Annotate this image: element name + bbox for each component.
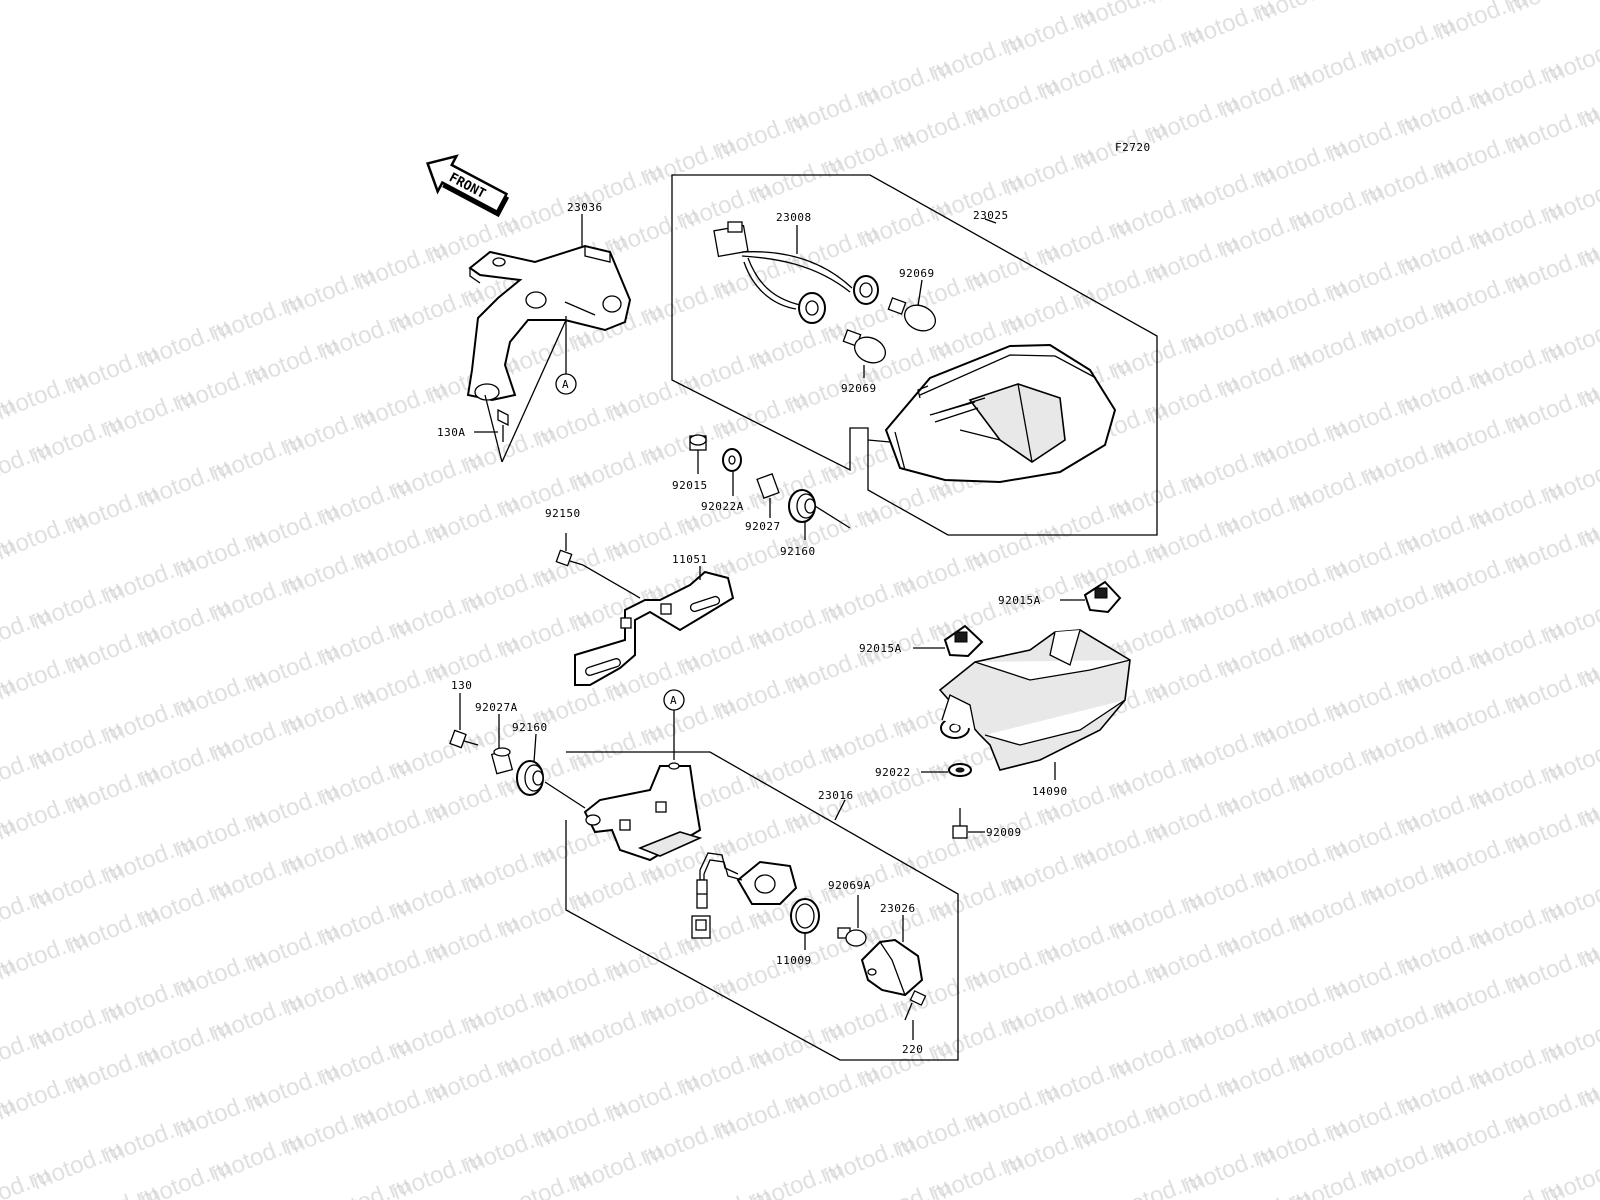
washer-92022	[948, 763, 972, 777]
label-92160-upper: 92160	[780, 545, 816, 558]
label-92069-lower: 92069	[841, 382, 877, 395]
bulb-92069-lower	[842, 329, 887, 364]
watermark-text: motod.ru	[1540, 1149, 1600, 1200]
cover-14090	[938, 629, 1131, 771]
label-92069A: 92069A	[828, 879, 871, 892]
ref-mark-a-top: A	[562, 378, 569, 391]
grommet-92160-upper	[788, 489, 816, 523]
lens-23026	[860, 938, 924, 997]
bulb-92069A	[837, 927, 867, 947]
watermark-text: motod.ru	[1252, 0, 1350, 28]
ref-mark-a-bottom: A	[670, 694, 677, 707]
label-92015A-upper: 92015A	[998, 594, 1041, 607]
wiring-harness-23008	[713, 221, 879, 324]
bracket-11051	[574, 570, 735, 686]
label-23016: 23016	[818, 789, 854, 802]
bolt-92009	[952, 808, 968, 839]
bolt-130	[449, 729, 479, 749]
label-23026: 23026	[880, 902, 916, 915]
label-14090: 14090	[1032, 785, 1068, 798]
collar-92027	[756, 473, 780, 499]
bracket-23036	[466, 244, 632, 402]
clip-nut-92015A-middle	[943, 624, 984, 658]
label-92150: 92150	[545, 507, 581, 520]
label-11009: 11009	[776, 954, 812, 967]
license-lamp-bracket	[583, 762, 703, 862]
label-92027A: 92027A	[475, 701, 518, 714]
label-220: 220	[902, 1043, 923, 1056]
watermark-text: motod.ru	[1144, 0, 1242, 10]
label-92022A: 92022A	[701, 500, 744, 513]
clip-nut-92015A-upper	[1083, 580, 1122, 614]
figure-code: F2720	[1115, 141, 1151, 154]
screw-220	[904, 990, 927, 1021]
label-130: 130	[451, 679, 472, 692]
label-92015: 92015	[672, 479, 708, 492]
bolt-92150	[555, 549, 584, 567]
watermark-text: motod.ru	[1324, 0, 1422, 2]
watermark-text: motod.ru	[1504, 0, 1600, 20]
license-lamp-socket	[691, 852, 798, 939]
label-92022: 92022	[875, 766, 911, 779]
bulb-92069-upper	[887, 297, 937, 332]
label-23008: 23008	[776, 211, 812, 224]
label-92009: 92009	[986, 826, 1022, 839]
label-92160-lower: 92160	[512, 721, 548, 734]
collar-92027A	[490, 747, 514, 775]
gasket-11009	[790, 898, 820, 934]
label-23025: 23025	[973, 209, 1009, 222]
label-11051: 11051	[672, 553, 708, 566]
washer-92022A	[722, 448, 742, 472]
front-arrow: FRONT	[425, 154, 510, 218]
bolt-130A	[497, 408, 509, 442]
grommet-92160-lower	[516, 760, 544, 796]
label-92069-upper: 92069	[899, 267, 935, 280]
label-92015A-middle: 92015A	[859, 642, 902, 655]
tail-lamp-body	[867, 343, 1117, 484]
label-130A: 130A	[437, 426, 466, 439]
nut-92015	[689, 434, 707, 451]
label-92027: 92027	[745, 520, 781, 533]
label-23036: 23036	[567, 201, 603, 214]
